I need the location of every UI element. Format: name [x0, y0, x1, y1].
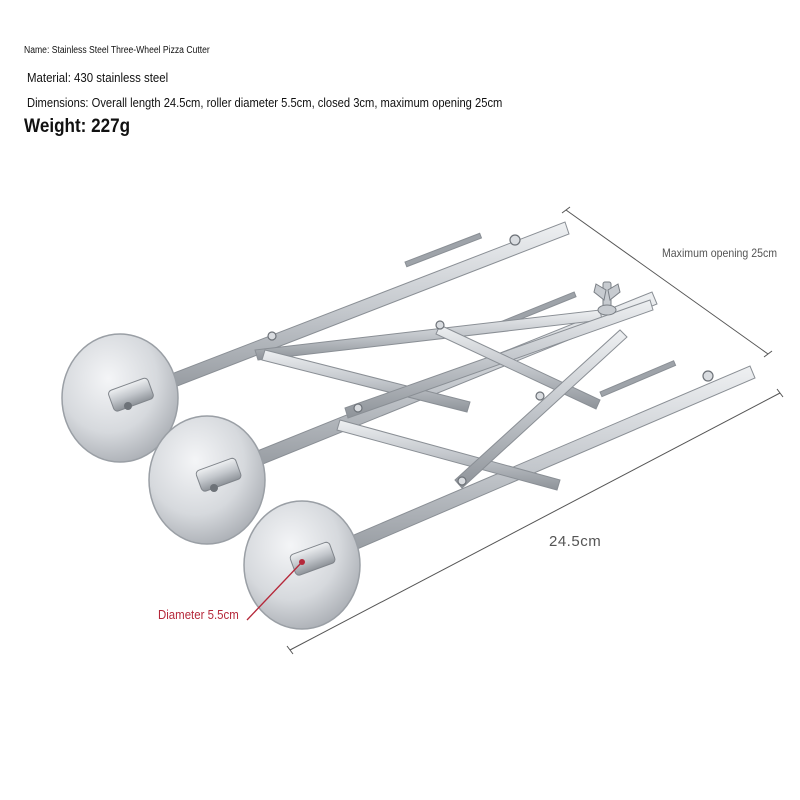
material-text: Material: 430 stainless steel [27, 70, 169, 85]
opening-dimension-line [561, 206, 773, 358]
cutter-wheel-top [61, 333, 179, 463]
diameter-label: Diameter 5.5cm [158, 607, 239, 622]
weight-text: Weight: 227g [24, 116, 131, 137]
scissor-bars [254, 299, 654, 491]
cutter-wheel-bottom [243, 500, 361, 630]
cutter-wheel-middle [148, 415, 266, 545]
pivot-rivets [267, 234, 714, 486]
max-opening-label: Maximum opening 25cm [662, 246, 778, 260]
length-label: 24.5cm [549, 533, 602, 550]
wing-nut [593, 281, 621, 316]
product-name-text: Name: Stainless Steel Three-Wheel Pizza … [24, 45, 210, 56]
length-dimension-line [286, 388, 784, 655]
dimensions-text: Dimensions: Overall length 24.5cm, rolle… [27, 95, 503, 110]
diameter-marker-line [246, 561, 303, 621]
